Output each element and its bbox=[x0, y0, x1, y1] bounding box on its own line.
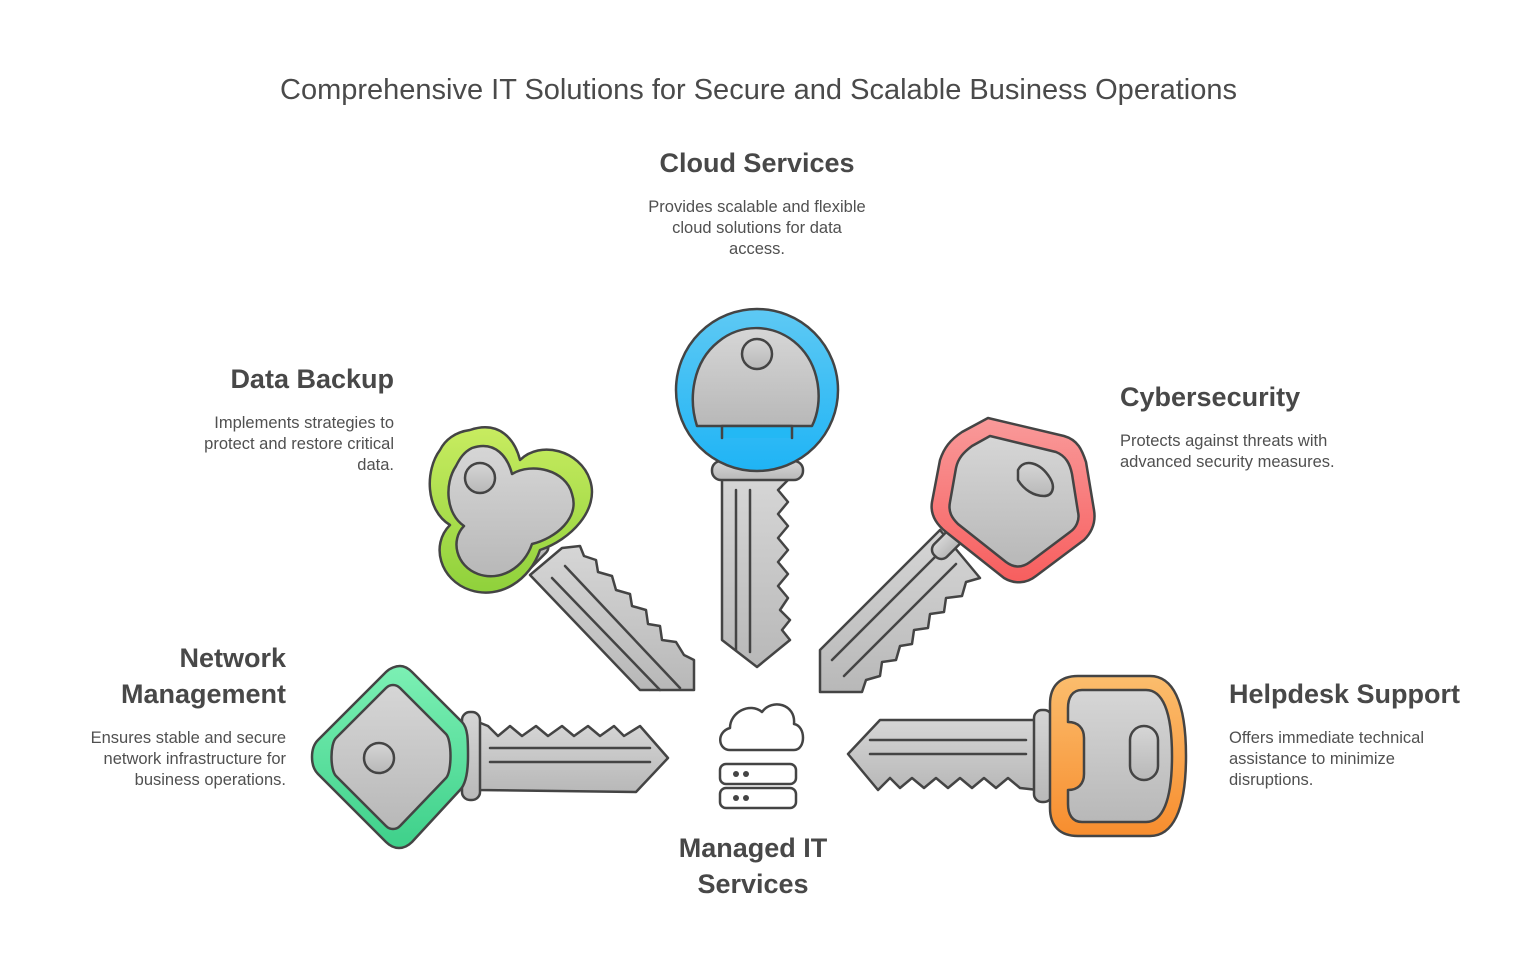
helpdesk-support-block: Helpdesk Support Offers immediate techni… bbox=[1229, 676, 1509, 791]
network-management-block: Network Management Ensures stable and se… bbox=[40, 640, 286, 791]
cybersecurity-desc-line: advanced security measures. bbox=[1120, 453, 1335, 471]
managed-it-services-icon bbox=[718, 703, 805, 810]
network-management-desc-line: business operations. bbox=[134, 771, 286, 789]
network-management-title-line: Network bbox=[179, 643, 286, 673]
network-management-desc-line: network infrastructure for bbox=[103, 750, 286, 768]
data-backup-block: Data Backup Implements strategies to pro… bbox=[150, 361, 394, 476]
network-management-desc-line: Ensures stable and secure bbox=[90, 729, 286, 747]
cloud-services-desc-line: access. bbox=[729, 240, 785, 258]
data-backup-title: Data Backup bbox=[230, 364, 394, 394]
page-title: Comprehensive IT Solutions for Secure an… bbox=[280, 74, 1237, 106]
cloud-services-desc-line: cloud solutions for data bbox=[672, 219, 842, 237]
managed-it-services-label-line: Services bbox=[697, 869, 809, 899]
managed-it-services-block: Managed IT Services bbox=[640, 830, 866, 902]
helpdesk-support-desc-line: disruptions. bbox=[1229, 771, 1314, 789]
cloud-services-title: Cloud Services bbox=[659, 148, 855, 178]
cloud-services-block: Cloud Services Provides scalable and fle… bbox=[600, 145, 914, 260]
helpdesk-support-title: Helpdesk Support bbox=[1229, 679, 1461, 709]
cybersecurity-key-icon bbox=[818, 416, 1096, 694]
cybersecurity-block: Cybersecurity Protects against threats w… bbox=[1120, 379, 1420, 473]
cybersecurity-desc-line: Protects against threats with bbox=[1120, 432, 1328, 450]
data-backup-desc-line: Implements strategies to bbox=[214, 414, 394, 432]
data-backup-desc-line: protect and restore critical bbox=[204, 435, 394, 453]
helpdesk-support-desc-line: Offers immediate technical bbox=[1229, 729, 1425, 747]
helpdesk-support-key-icon bbox=[846, 674, 1188, 838]
cybersecurity-title: Cybersecurity bbox=[1120, 382, 1301, 412]
data-backup-desc-line: data. bbox=[357, 456, 394, 474]
network-management-key-icon bbox=[310, 664, 670, 850]
cloud-services-key-icon bbox=[674, 307, 840, 669]
data-backup-key-icon bbox=[428, 426, 696, 692]
helpdesk-support-desc-line: assistance to minimize bbox=[1229, 750, 1395, 768]
cloud-services-desc-line: Provides scalable and flexible bbox=[648, 198, 866, 216]
network-management-title-line: Management bbox=[120, 679, 286, 709]
managed-it-services-label-line: Managed IT bbox=[678, 833, 828, 863]
